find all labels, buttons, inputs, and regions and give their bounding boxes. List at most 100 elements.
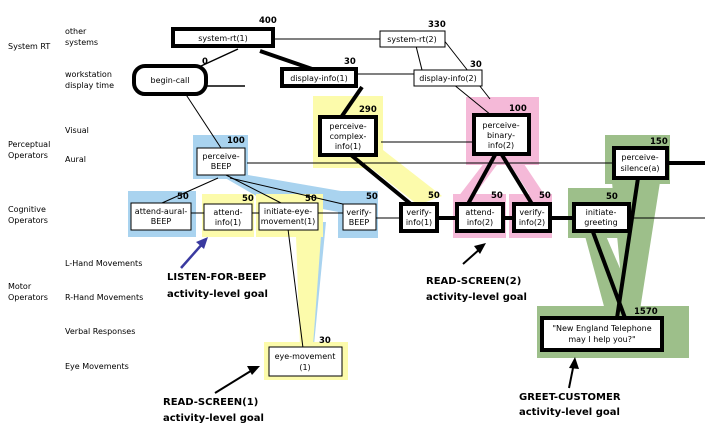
initiate-greeting-label-1: initiate- (586, 208, 617, 217)
system-rt-2-node: system-rt(2) 330 (379, 20, 446, 48)
verify-info-1-label-2: info(1) (406, 218, 432, 227)
row-label-cognitive-2: Operators (8, 216, 48, 225)
row-label-lhand: L-Hand Movements (65, 259, 142, 268)
perceive-silence-node: perceive- silence(a) 150 (612, 137, 669, 180)
perceive-beep-label-1: perceive- (202, 152, 239, 161)
attend-aural-beep-label-2: BEEP (151, 217, 172, 226)
perceive-beep-label-2: BEEP (211, 162, 232, 171)
attend-info-2-node: attend- info(2) 50 (455, 191, 505, 233)
perceive-beep-duration: 100 (227, 136, 245, 146)
perceive-silence-label-2: silence(a) (620, 164, 659, 173)
row-label-eye: Eye Movements (65, 362, 129, 371)
row-label-motor-2: Operators (8, 293, 48, 302)
read-screen-1-goal-title: READ-SCREEN(1) (163, 397, 258, 408)
attend-info-1-label-2: info(1) (215, 218, 241, 227)
perceive-binary-info-label-1: perceive- (482, 121, 519, 130)
initiate-eye-movement-node: initiate-eye- movement(1) 50 (258, 194, 319, 231)
greet-customer-annotation: GREET-CUSTOMER activity-level goal (519, 357, 621, 418)
perceive-binary-info-label-2: binary- (487, 131, 515, 140)
attend-info-1-node: attend- info(1) 50 (203, 194, 254, 231)
arrowhead-icon (247, 366, 260, 375)
perceive-complex-info-label-2: complex- (330, 132, 367, 141)
verify-info-1-node: verify- info(1) 50 (399, 191, 440, 233)
verify-beep-label-1: verify- (346, 208, 371, 217)
row-label-perceptual-2: Operators (8, 151, 48, 160)
display-info-1-label: display-info(1) (290, 74, 348, 83)
begin-call-duration: 0 (202, 57, 208, 67)
row-label-other-systems-1: other (65, 27, 87, 36)
verify-beep-duration: 50 (366, 192, 378, 202)
row-label-visual: Visual (65, 126, 89, 135)
perceive-complex-info-duration: 290 (359, 105, 377, 115)
display-info-2-label: display-info(2) (419, 74, 477, 83)
row-label-aural: Aural (65, 155, 86, 164)
row-label-perceptual-1: Perceptual (8, 140, 50, 149)
verify-info-2-node: verify- info(2) 50 (512, 191, 552, 233)
display-info-1-duration: 30 (344, 57, 356, 67)
system-rt-1-label: system-rt(1) (198, 34, 248, 43)
perceive-complex-info-label-3: info(1) (335, 142, 361, 151)
display-info-2-duration: 30 (470, 60, 482, 70)
initiate-eye-movement-duration: 50 (305, 194, 317, 204)
perceive-binary-info-label-3: info(2) (488, 141, 514, 150)
perceive-binary-info-duration: 100 (509, 104, 527, 114)
system-rt-2-label: system-rt(2) (387, 35, 437, 44)
initiate-eye-movement-label-1: initiate-eye- (264, 207, 312, 216)
perceive-complex-info-node: perceive- complex- info(1) 290 (318, 105, 378, 157)
attend-info-1-label-1: attend- (213, 208, 242, 217)
row-label-system-rt: System RT (8, 42, 50, 51)
read-screen-2-goal-subtitle: activity-level goal (426, 292, 527, 303)
initiate-eye-movement-label-2: movement(1) (261, 217, 316, 226)
greeting-node: "New England Telephone may I help you?" … (540, 307, 664, 352)
greeting-label-1: "New England Telephone (552, 324, 651, 333)
row-label-verbal: Verbal Responses (65, 327, 135, 336)
greet-customer-goal-title: GREET-CUSTOMER (519, 392, 621, 403)
row-label-workstation-1: workstation (65, 70, 112, 79)
row-labels: System RT other systems workstation disp… (8, 27, 143, 371)
arrowhead-icon (569, 357, 579, 369)
listen-for-beep-goal-title: LISTEN-FOR-BEEP (167, 272, 266, 283)
eye-movement-1-label-2: (1) (299, 363, 310, 372)
attend-info-2-label-2: info(2) (467, 218, 493, 227)
perceive-silence-duration: 150 (650, 137, 668, 147)
read-screen-2-goal-title: READ-SCREEN(2) (426, 276, 521, 287)
begin-call-label: begin-call (150, 76, 189, 85)
greet-customer-goal-subtitle: activity-level goal (519, 407, 620, 418)
verify-info-2-label-1: verify- (519, 208, 544, 217)
listen-for-beep-annotation: LISTEN-FOR-BEEP activity-level goal (167, 237, 268, 300)
verify-info-2-duration: 50 (539, 191, 551, 201)
initiate-greeting-node: initiate- greeting 50 (572, 192, 631, 233)
arrowhead-icon (196, 237, 208, 249)
row-label-cognitive-1: Cognitive (8, 205, 46, 214)
verify-info-1-duration: 50 (428, 191, 440, 201)
system-rt-1-node: system-rt(1) 400 (171, 16, 277, 48)
perceive-complex-info-label-1: perceive- (329, 122, 366, 131)
row-label-rhand: R-Hand Movements (65, 293, 143, 302)
perceive-binary-info-node: perceive- binary- info(2) 100 (472, 104, 531, 156)
eye-movement-1-label-1: eye-movement (275, 352, 336, 361)
attend-info-2-duration: 50 (491, 191, 503, 201)
initiate-greeting-duration: 50 (606, 192, 618, 202)
display-info-2-node: display-info(2) 30 (413, 60, 483, 87)
perceive-silence-label-1: perceive- (621, 153, 658, 162)
attend-info-1-duration: 50 (242, 194, 254, 204)
verify-info-1-label-1: verify- (406, 208, 431, 217)
verify-beep-node: verify- BEEP 50 (342, 192, 378, 231)
greeting-label-2: may I help you?" (568, 335, 635, 344)
perceive-beep-node: perceive- BEEP 100 (196, 136, 246, 176)
read-screen-1-annotation: READ-SCREEN(1) activity-level goal (163, 366, 264, 424)
attend-aural-beep-duration: 50 (177, 192, 189, 202)
system-rt-1-duration: 400 (259, 16, 277, 26)
greeting-duration: 1570 (634, 307, 658, 317)
arrowhead-icon (474, 243, 486, 254)
read-screen-1-goal-subtitle: activity-level goal (163, 413, 264, 424)
eye-movement-1-duration: 30 (319, 336, 331, 346)
system-rt-2-duration: 330 (428, 20, 446, 30)
eye-movement-1-node: eye-movement (1) 30 (268, 336, 343, 377)
display-info-1-node: display-info(1) 30 (280, 57, 358, 88)
verify-info-2-label-2: info(2) (519, 218, 545, 227)
initiate-greeting-label-2: greeting (584, 218, 618, 227)
listen-for-beep-goal-subtitle: activity-level goal (167, 289, 268, 300)
read-screen-2-annotation: READ-SCREEN(2) activity-level goal (426, 243, 527, 303)
